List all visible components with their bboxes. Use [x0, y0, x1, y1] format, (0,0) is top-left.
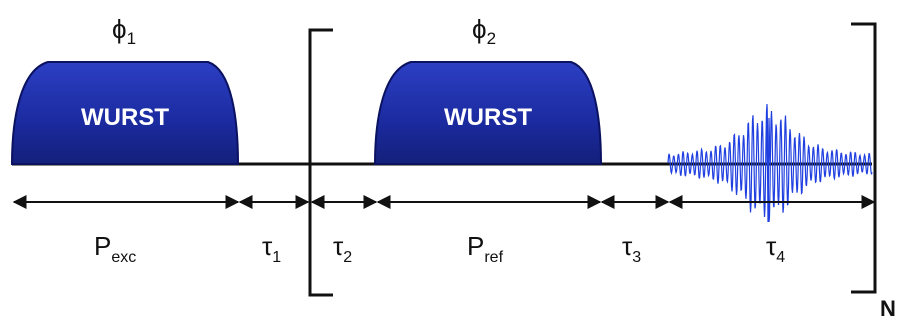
phase-label-1: ϕ1 — [112, 14, 136, 48]
interval-label-tau1: τ1 — [262, 231, 281, 266]
interval-label-tau3: τ3 — [622, 231, 641, 266]
interval-label-tau4: τ4 — [766, 231, 785, 266]
echo-waveform — [667, 106, 873, 222]
echo-peak — [765, 103, 771, 223]
excitation-pulse — [10, 61, 240, 165]
excitation-pulse-label: WURST — [81, 104, 169, 131]
interval-label-pexc: Pexc — [94, 231, 136, 266]
interval-label-pref-sub: ref — [484, 249, 503, 266]
interval-label-pref: Pref — [467, 231, 504, 266]
interval-label-tau3-sub: 3 — [632, 249, 641, 266]
refocusing-pulse-label: WURST — [444, 104, 532, 131]
interval-label-tau4-sub: 4 — [776, 249, 785, 266]
echo-signal — [667, 103, 873, 223]
interval-label-tau2: τ2 — [333, 231, 352, 266]
phase-label-2: ϕ2 — [472, 14, 496, 48]
interval-label-tau1-sub: 1 — [272, 249, 281, 266]
refocusing-pulse — [373, 61, 603, 165]
loop-count-label: N — [880, 296, 896, 320]
loop-bracket-left — [308, 28, 333, 297]
loop-bracket-right — [851, 22, 877, 294]
phase-label-1-sub: 1 — [127, 29, 136, 48]
phase-label-2-sub: 2 — [487, 29, 496, 48]
interval-label-tau2-sub: 2 — [343, 249, 352, 266]
interval-label-pexc-sub: exc — [111, 249, 136, 266]
